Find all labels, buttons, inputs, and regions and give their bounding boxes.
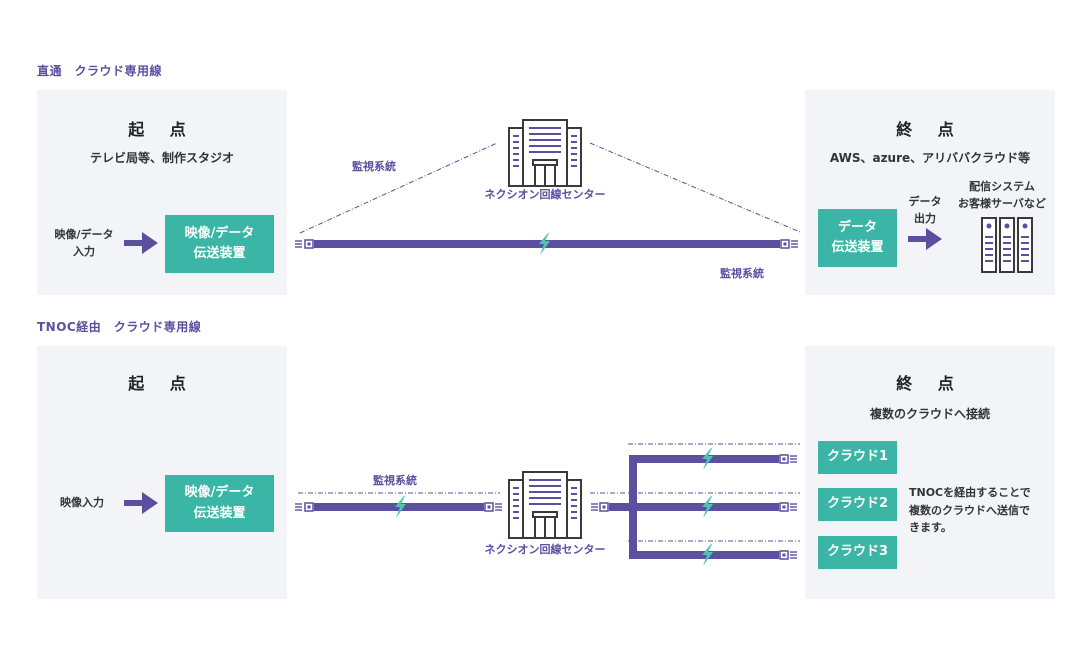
section2-center-label: ネクシオン回線センター [484,543,606,556]
section2-start-device-line2: 伝送装置 [193,505,246,521]
connector-icon [304,239,314,249]
connector-icon [599,502,609,512]
connector-icon [590,503,599,511]
section1-end-device-line2: 伝送装置 [831,240,884,255]
section2-main-line [294,496,503,518]
section1-end-heading: 終 点 [896,120,964,139]
connector-icon [779,502,789,512]
section2-title: TNOC経由 クラウド専用線 [37,320,202,334]
section1-start-device: 映像/データ 伝送装置 [165,215,274,273]
section2-start-device: 映像/データ 伝送装置 [165,475,274,532]
section1-start-device-line2: 伝送装置 [193,246,246,261]
cloud-box-1: クラウド1 [818,441,897,474]
section2-start-panel [37,346,287,599]
monitor-line-right [589,142,801,233]
cloud-label-1: クラウド1 [826,449,889,465]
cloud-box-3: クラウド3 [818,536,897,569]
connector-icon [789,503,798,511]
section1-start-heading: 起 点 [128,120,196,139]
section1-server-label-line2: お客様サーバなど [958,197,1046,211]
connector-icon [790,240,799,248]
section2-end-heading: 終 点 [896,374,964,393]
section2-note: TNOCを経由することで 複数のクラウドへ送信で きます。 [909,484,1031,537]
section1-start-subtitle: テレビ局等、制作スタジオ [89,151,234,165]
arrow-right-icon [124,232,158,254]
section1-monitor-lower: 監視系統 [720,267,764,280]
section1-server-label: 配信システム お客様サーバなど [952,178,1052,212]
connector-icon [294,240,303,248]
connector-icon [304,502,314,512]
cloud-label-3: クラウド3 [826,544,889,560]
section1-input-label-line1: 映像/データ [54,228,114,241]
cloud-label-2: クラウド2 [826,496,889,512]
section2-start-heading: 起 点 [128,374,196,393]
section1-end-device: データ 伝送装置 [818,209,897,267]
cloud-box-2: クラウド2 [818,488,897,521]
connector-icon [294,503,303,511]
section1-output-label-line2: 出力 [914,212,936,226]
section2-monitor: 監視系統 [373,474,417,487]
section1-start-device-line1: 映像/データ [184,225,255,241]
arrow-right-icon [908,228,942,250]
connector-icon [780,239,790,249]
section1-end-device-line1: データ [837,219,877,235]
server-rack-icon [981,217,1033,273]
connector-icon [494,503,503,511]
arrow-right-icon [124,492,158,514]
section2-note-line2: 複数のクラウドへ送信で [909,503,1030,517]
section1-title: 直通 クラウド専用線 [37,64,163,78]
building-icon [508,471,582,539]
section1-input-label-line2: 入力 [73,245,95,259]
building-icon [508,119,582,187]
section1-input-label: 映像/データ 入力 [44,226,124,260]
section1-center-label: ネクシオン回線センター [484,188,606,201]
connector-icon [779,550,789,560]
section1-monitor-upper: 監視系統 [352,160,396,173]
section2-branch-lines [590,443,800,566]
section2-note-line1: TNOCを経由することで [909,486,1031,499]
connector-icon [484,502,494,512]
section2-start-device-line1: 映像/データ [184,485,255,501]
section1-main-line [294,233,799,255]
section2-input-label: 映像入力 [60,496,104,509]
section2-end-subtitle: 複数のクラウドへ接続 [869,407,990,421]
connector-icon [779,454,789,464]
connector-icon [789,455,798,463]
connector-icon [789,551,798,559]
section1-output-label-line1: データ [908,195,942,208]
section1-server-label-line1: 配信システム [969,180,1035,193]
section1-output-label: データ 出力 [902,193,948,227]
section1-end-subtitle: AWS、azure、アリババクラウド等 [829,151,1031,165]
monitor-line-left [299,142,498,234]
section2-note-line3: きます。 [909,521,952,535]
